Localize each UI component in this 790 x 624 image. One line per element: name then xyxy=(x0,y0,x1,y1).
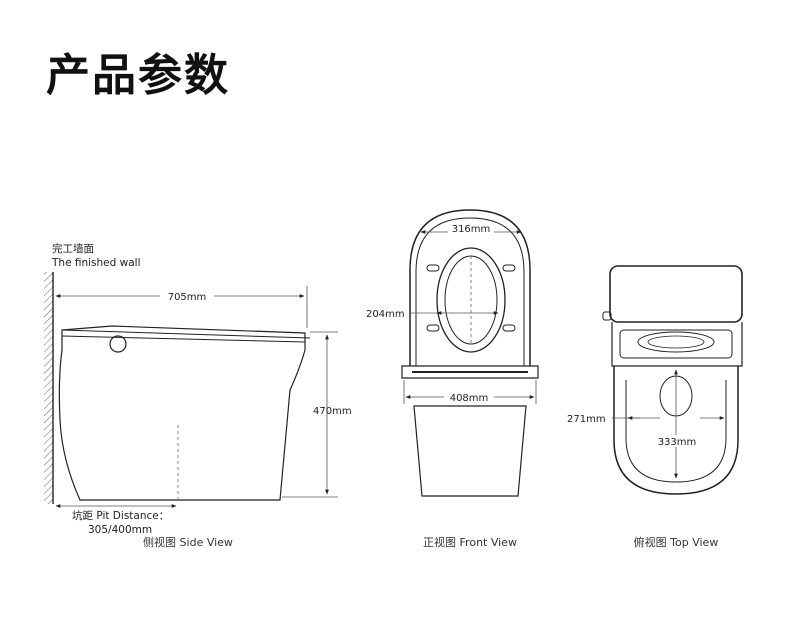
opening-length-label: 271mm xyxy=(567,414,606,425)
finished-wall-hatch xyxy=(44,272,53,504)
length-label: 705mm xyxy=(168,292,207,303)
open-lid-inner xyxy=(415,217,525,366)
front-view-caption: 正视图 Front View xyxy=(423,535,517,549)
front-view: 316mm 204mm 408mm 正视图 Front View xyxy=(366,209,539,549)
hinge-ring-inner xyxy=(647,335,705,349)
side-view: 完工墙面 The finished wall 705mm 470mm 坑距 Pi… xyxy=(44,242,352,549)
hinge-housing xyxy=(619,329,733,359)
side-view-caption: 侧视图 Side View xyxy=(143,535,233,549)
bowl-inner xyxy=(625,380,727,483)
tank-cover xyxy=(609,265,743,323)
side-knob-icon xyxy=(109,335,127,353)
opening-width-label: 333mm xyxy=(658,437,697,448)
hinge-ring xyxy=(637,331,715,353)
hinge-area xyxy=(611,322,743,367)
hinge-pad-2 xyxy=(502,264,516,272)
height-label: 470mm xyxy=(313,406,352,417)
base-width-label: 408mm xyxy=(450,393,489,404)
toilet-side-profile xyxy=(58,325,306,501)
seat-width-label: 316mm xyxy=(452,224,491,235)
front-base-rim xyxy=(401,365,539,379)
open-lid-outline xyxy=(409,209,531,366)
pit-value: 305/400mm xyxy=(88,524,152,536)
bowl-outline xyxy=(613,366,739,495)
hinge-pad-3 xyxy=(426,324,440,332)
seat-lid-side xyxy=(61,329,311,343)
top-view: 271mm 333mm 俯视图 Top View xyxy=(567,265,743,549)
side-button xyxy=(602,311,612,321)
page-title: 产品参数 xyxy=(46,50,230,101)
seat-ring-outer xyxy=(436,247,506,353)
top-view-caption: 俯视图 Top View xyxy=(634,535,719,549)
hinge-pad-4 xyxy=(502,324,516,332)
front-body xyxy=(413,405,527,497)
wall-label-en: The finished wall xyxy=(51,257,141,269)
seat-depth-label: 204mm xyxy=(366,309,405,320)
hinge-pad-1 xyxy=(426,264,440,272)
wall-label-cn: 完工墙面 xyxy=(52,242,94,255)
pit-label: 坑距 Pit Distance： xyxy=(72,509,169,522)
